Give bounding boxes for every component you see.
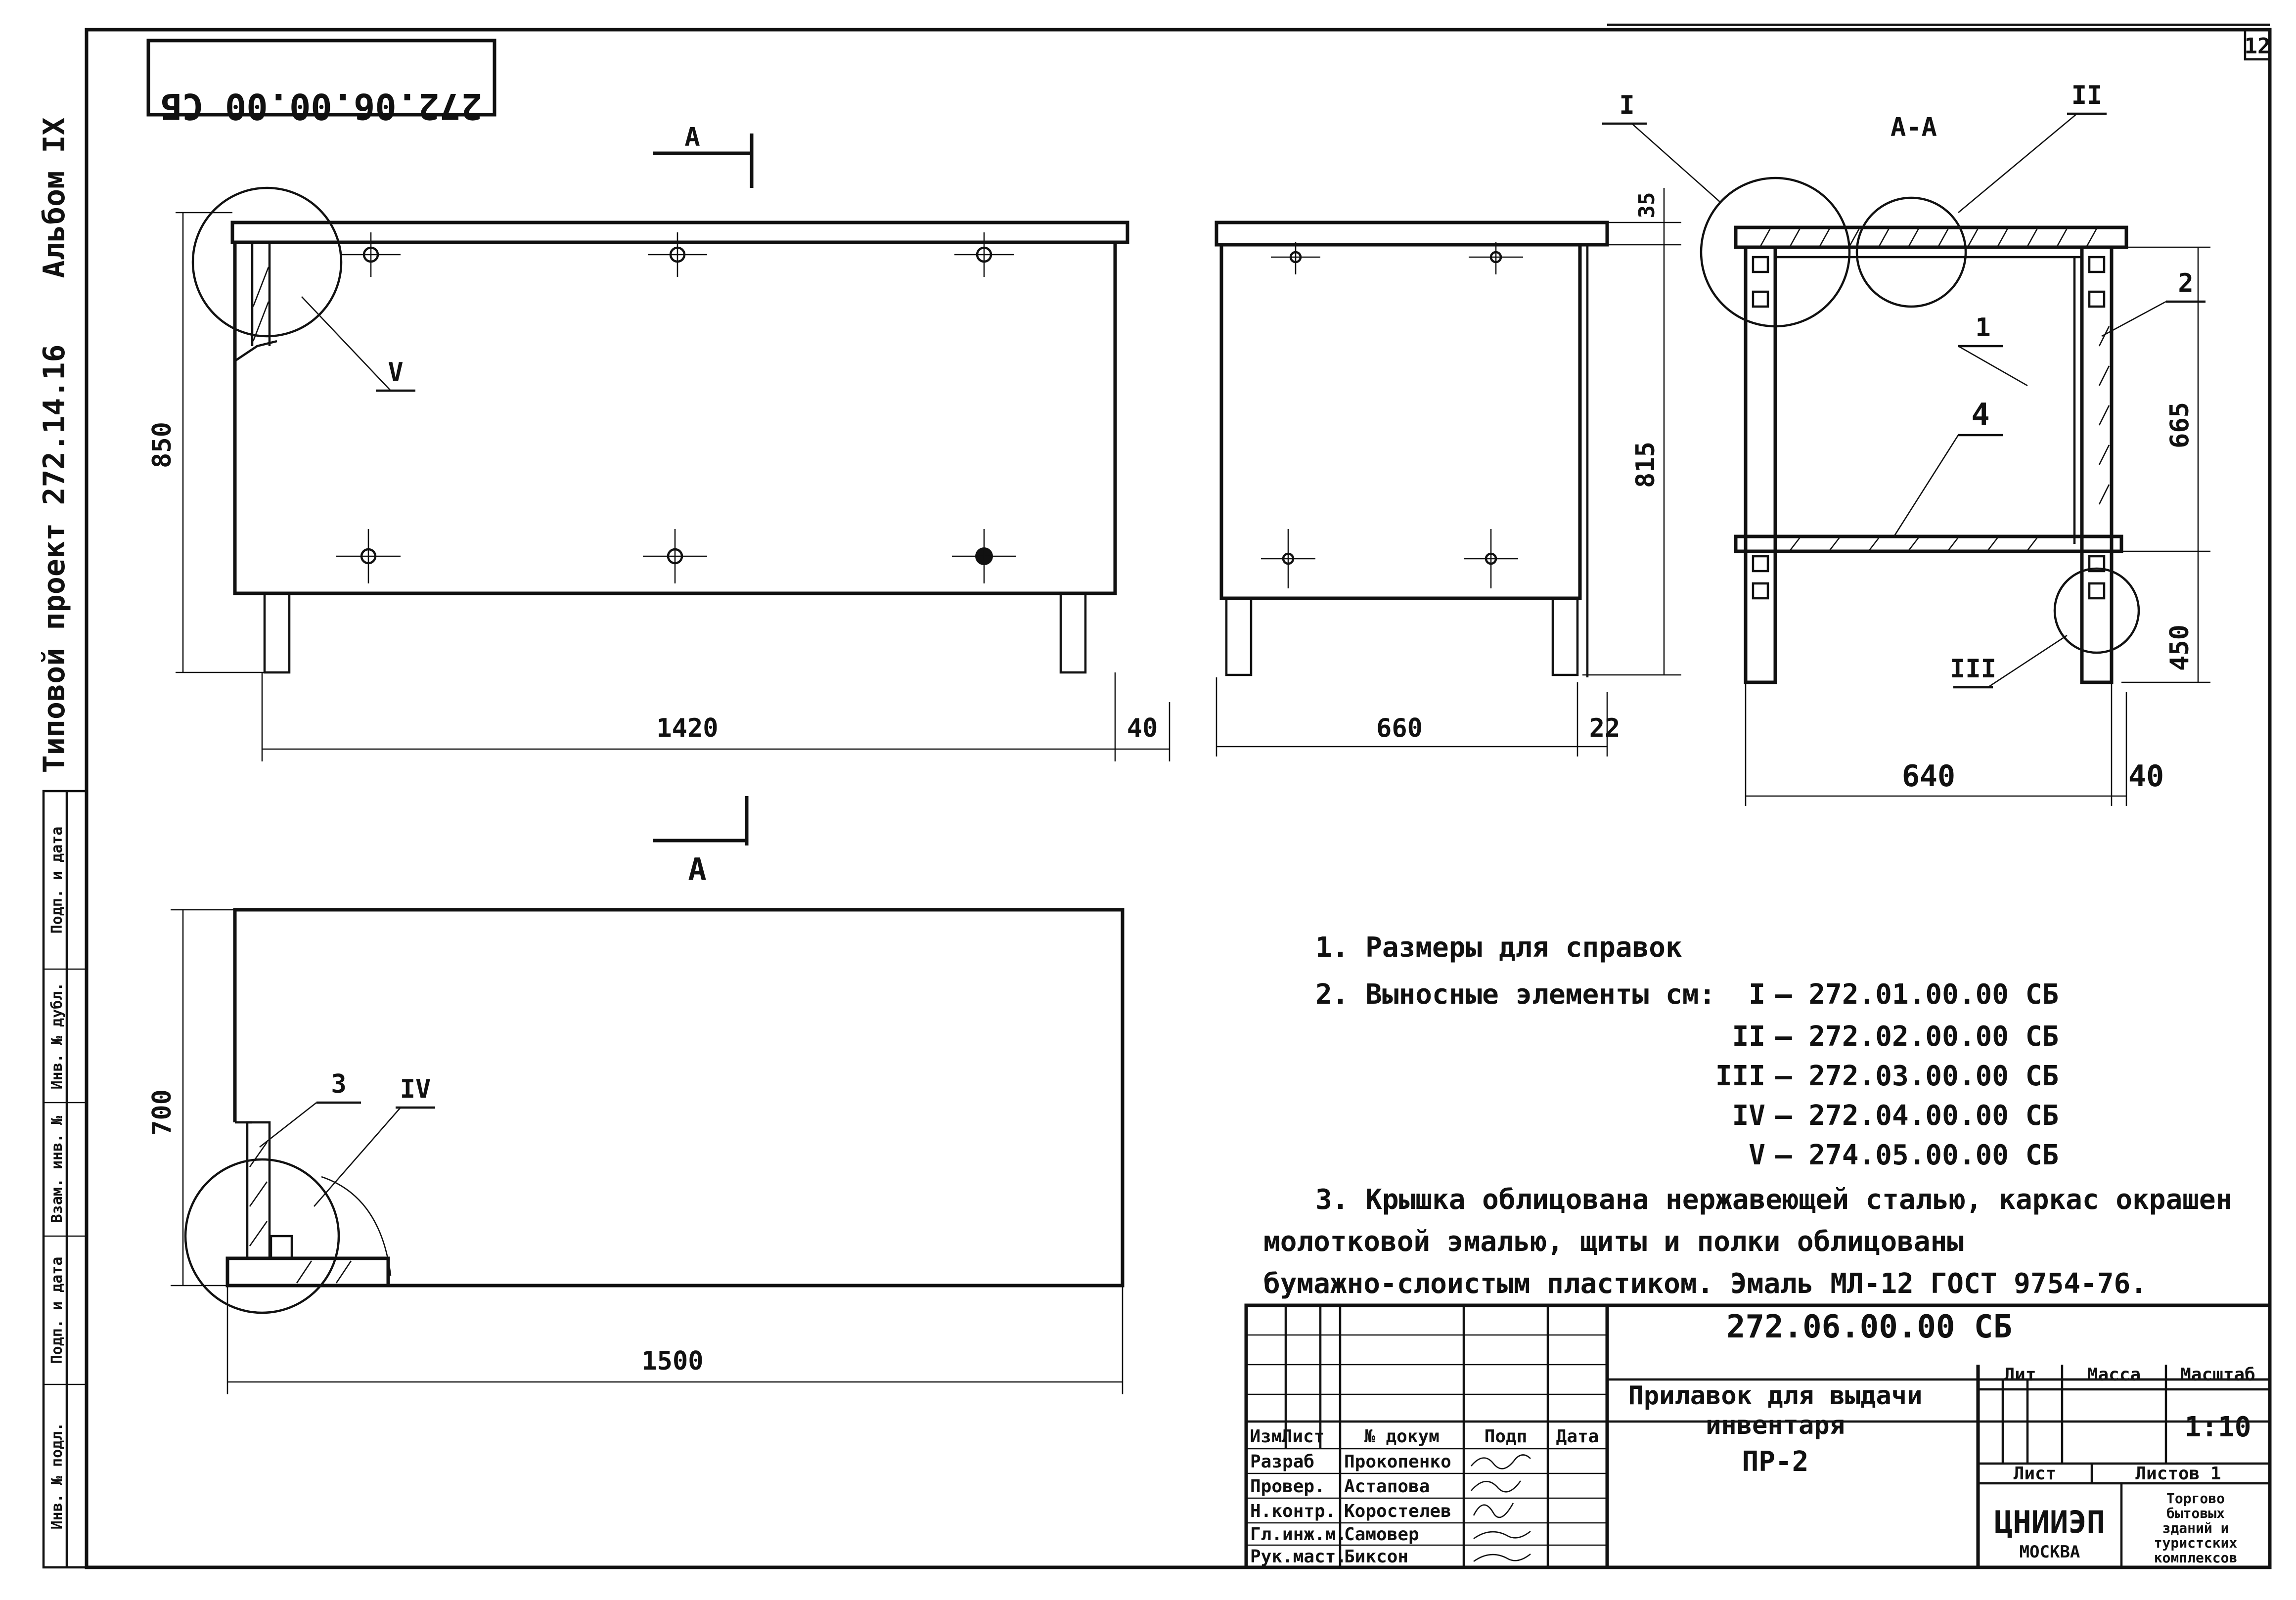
header-izm: Изм — [1250, 1426, 1282, 1447]
sheets-label: Листов 1 — [2135, 1464, 2221, 1484]
left-stamp: Инв. № подл. Подп. и дата Взам. инв. № И… — [42, 790, 88, 1569]
title-code: 272.06.00.00 СБ — [1726, 1309, 2012, 1345]
callout-IV: IV — [400, 1074, 431, 1104]
dim-700: 700 — [147, 1089, 177, 1136]
name-rukmast: Биксон — [1344, 1547, 1408, 1567]
stamp-vzam: Взам. инв. № — [48, 1115, 66, 1223]
project-label: Типовой проект 272.14.16 — [37, 345, 72, 773]
role-rukmast: Рук.маст. — [1250, 1547, 1347, 1567]
dim-815: 815 — [1631, 442, 1661, 488]
dim-640: 640 — [1902, 759, 1955, 794]
callout-I: I — [1619, 90, 1634, 120]
name-glinzh: Самовер — [1344, 1524, 1419, 1545]
ref-II: – 272.02.00.00 СБ — [1775, 1021, 2059, 1053]
note-2-lead: 2. Выносные элементы см: — [1315, 978, 1715, 1011]
ref-mark-III: III — [1715, 1060, 1765, 1092]
ref-mark-II: II — [1732, 1021, 1765, 1053]
note-1: 1. Размеры для справок — [1315, 932, 1682, 964]
stamp-podp-1: Подп. и дата — [48, 1257, 66, 1364]
position-1: 1 — [1975, 313, 1990, 343]
section-view: A-A — [1602, 81, 2210, 806]
org-department: Торгово бытовых зданий и туристских комп… — [2154, 1490, 2238, 1566]
dim-35: 35 — [1634, 192, 1660, 219]
signature-marks — [1471, 1454, 1531, 1562]
section-mark-bottom: A — [688, 851, 706, 888]
org-dept-2: бытовых — [2166, 1505, 2225, 1521]
side-fastener-row — [1261, 242, 1523, 588]
title-line-1: Прилавок для выдачи — [1628, 1381, 1923, 1411]
org-name: ЦНИИЭП — [1994, 1504, 2105, 1540]
header-list: Лист — [1282, 1426, 1325, 1447]
sheet-label: Лист — [2014, 1464, 2057, 1484]
ref-mark-IV: IV — [1732, 1100, 1765, 1132]
mass-label: Масса — [2087, 1365, 2141, 1385]
dim-1420: 1420 — [656, 713, 718, 743]
position-3: 3 — [331, 1069, 346, 1099]
header-doc: № докум — [1364, 1426, 1440, 1447]
header-data: Дата — [1556, 1426, 1599, 1447]
org-city: МОСКВА — [2020, 1542, 2080, 1562]
ref-V: – 274.05.00.00 СБ — [1775, 1139, 2059, 1171]
dim-660: 660 — [1376, 713, 1423, 743]
ref-I: – 272.01.00.00 СБ — [1775, 978, 2059, 1011]
front-fastener-row — [336, 232, 1016, 583]
ref-mark-V: V — [1749, 1139, 1765, 1171]
role-glinzh: Гл.инж.м. — [1250, 1524, 1347, 1545]
dim-665: 665 — [2165, 402, 2195, 448]
stamp-dubl: Инв. № дубл. — [48, 982, 66, 1090]
role-razrab: Разраб — [1250, 1452, 1314, 1472]
note-3-line2: молотковой эмалью, щиты и полки облицова… — [1263, 1226, 1964, 1258]
plan-view: 3 IV 700 1500 — [147, 908, 1125, 1394]
front-view: V A A 850 1420 40 — [147, 123, 1171, 888]
top-code-text: 272.06.00.00 СБ — [161, 86, 482, 127]
org-dept-1: Торгово — [2166, 1490, 2225, 1507]
section-title: A-A — [1891, 113, 1937, 142]
name-nkontr: Коростелев — [1344, 1501, 1451, 1521]
top-code-box: 272.06.00.00 СБ — [146, 39, 496, 127]
role-prover: Провер. — [1250, 1476, 1325, 1497]
title-block: Изм Лист № докум Подп Дата Разраб Прокоп… — [1244, 1303, 2272, 1569]
lit-label: Лит — [2004, 1365, 2036, 1385]
ref-III: – 272.03.00.00 СБ — [1775, 1060, 2059, 1092]
sheet-number: 12 — [2245, 34, 2271, 59]
dim-1500: 1500 — [641, 1346, 703, 1376]
org-dept-3: зданий и — [2162, 1520, 2229, 1536]
dim-40-front: 40 — [1127, 713, 1158, 743]
position-2: 2 — [2178, 268, 2193, 298]
name-prover: Астапова — [1344, 1476, 1430, 1497]
callout-II: II — [2071, 81, 2103, 110]
ref-IV: – 272.04.00.00 СБ — [1775, 1100, 2059, 1132]
side-view: 35 815 660 22 — [1215, 188, 1681, 756]
position-4: 4 — [1971, 397, 1989, 433]
note-3-line3: бумажно-слоистым пластиком. Эмаль МЛ-12 … — [1263, 1268, 2147, 1300]
title-line-2: инвентаря — [1706, 1411, 1845, 1440]
callout-V: V — [388, 357, 403, 387]
notes: 1. Размеры для справок 2. Выносные элеме… — [1263, 932, 2232, 1300]
dim-40-section: 40 — [2128, 759, 2164, 794]
section-mark-top: A — [684, 123, 700, 152]
album-label: Альбом IX — [37, 117, 72, 278]
scale-label: Масштаб — [2180, 1365, 2255, 1385]
title-line-3: ПР-2 — [1742, 1446, 1809, 1478]
callout-III: III — [1950, 654, 1996, 684]
side-margin: Альбом IX Типовой проект 272.14.16 — [37, 117, 72, 773]
ref-mark-I: I — [1749, 978, 1765, 1011]
dim-22: 22 — [1589, 713, 1621, 743]
dim-850: 850 — [147, 422, 177, 468]
stamp-inv-podl: Инв. № подл. — [48, 1422, 66, 1530]
org-dept-4: туристских — [2154, 1535, 2238, 1551]
reference-list: I – 272.01.00.00 СБ II – 272.02.00.00 СБ… — [1715, 978, 2059, 1171]
org-dept-5: комплексов — [2154, 1550, 2238, 1566]
header-podp: Подп — [1485, 1426, 1528, 1447]
note-3-line1: 3. Крышка облицована нержавеющей сталью,… — [1315, 1184, 2232, 1216]
stamp-podp-2: Подп. и дата — [48, 827, 66, 934]
dim-450: 450 — [2165, 624, 2195, 671]
name-razrab: Прокопенко — [1344, 1452, 1451, 1472]
scale-value: 1:10 — [2185, 1411, 2251, 1443]
role-nkontr: Н.контр. — [1250, 1501, 1336, 1521]
